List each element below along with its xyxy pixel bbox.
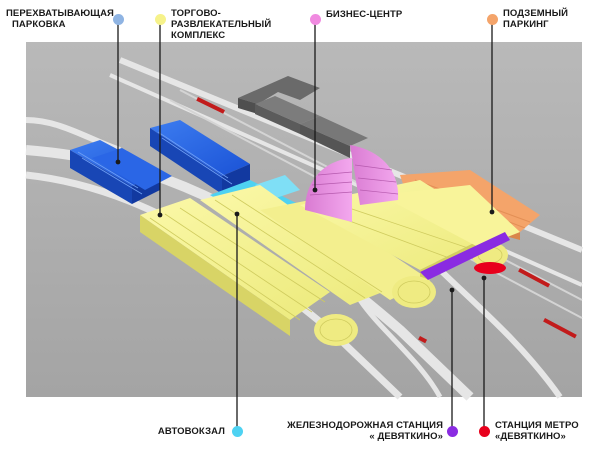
label-railway-station-line1: ЖЕЛЕЗНОДОРОЖНАЯ СТАНЦИЯ [287, 420, 443, 431]
label-shopping-complex-line3: КОМПЛЕКС [171, 30, 226, 41]
label-railway-station-line2: « ДЕВЯТКИНО» [369, 431, 443, 442]
intercepting-parking-marker [113, 14, 124, 25]
label-business-center: БИЗНЕС-ЦЕНТР [326, 9, 403, 20]
metro-station-marker [479, 426, 490, 437]
label-bus-station: АВТОВОКЗАЛ [157, 426, 225, 437]
business-center-marker [310, 14, 321, 25]
trains [196, 97, 577, 344]
label-intercepting-parking-line2: ПАРКОВКА [12, 19, 66, 30]
leader-lines [117, 20, 493, 430]
label-underground-parking: ПОДЗЕМНЫЙ ПАРКИНГ [503, 8, 568, 30]
label-railway-station: ЖЕЛЕЗНОДОРОЖНАЯ СТАНЦИЯ « ДЕВЯТКИНО» [285, 420, 443, 442]
label-metro-station-line1: СТАНЦИЯ МЕТРО [495, 420, 579, 431]
label-intercepting-parking-line1: ПЕРЕХВАТЫВАЮЩАЯ [6, 8, 114, 19]
railway-station-marker [447, 426, 458, 437]
leader-endpoints [115, 159, 495, 293]
label-underground-parking-line1: ПОДЗЕМНЫЙ [503, 8, 569, 19]
metro-station-block [474, 262, 506, 274]
shopping-complex-marker [155, 14, 166, 25]
label-metro-station-line2: «ДЕВЯТКИНО» [495, 431, 566, 442]
business-center-block [305, 145, 399, 222]
label-intercepting-parking: ПЕРЕХВАТЫВАЮЩАЯ ПАРКОВКА [6, 8, 114, 30]
underground-parking-marker [487, 14, 498, 25]
shopping-complex-block [140, 180, 520, 346]
label-metro-station: СТАНЦИЯ МЕТРО «ДЕВЯТКИНО» [495, 420, 579, 442]
bus-station-marker [232, 426, 243, 437]
label-underground-parking-line2: ПАРКИНГ [503, 19, 549, 30]
label-shopping-complex: ТОРГОВО- РАЗВЛЕКАТЕЛЬНЫЙ КОМПЛЕКС [171, 8, 271, 41]
railway-station-block [420, 232, 510, 280]
label-shopping-complex-line1: ТОРГОВО- [171, 8, 221, 19]
grey-buildings [238, 76, 368, 158]
intercepting-parking-block [70, 120, 250, 204]
label-shopping-complex-line2: РАЗВЛЕКАТЕЛЬНЫЙ [171, 19, 272, 30]
